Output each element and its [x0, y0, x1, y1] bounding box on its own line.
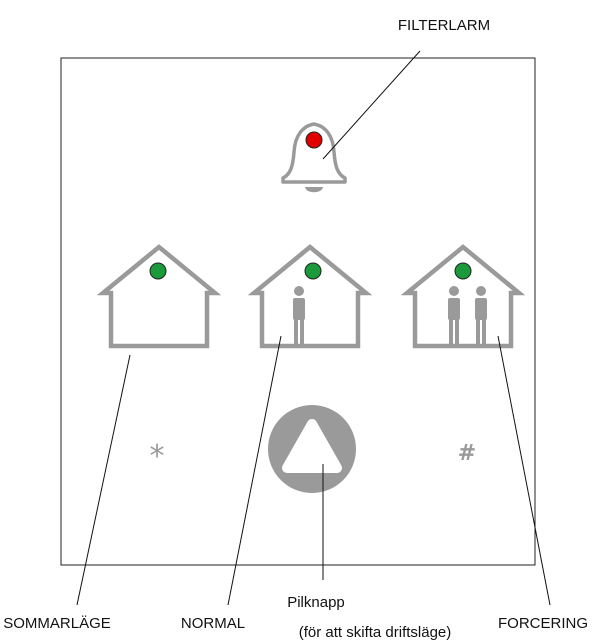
panel-frame [60, 57, 536, 566]
filter-alarm-led [305, 131, 323, 149]
sommarlage-house-icon [96, 244, 222, 349]
label-normal: NORMAL [181, 615, 245, 632]
label-pilknapp-desc: (för att skifta driftsläge) [299, 624, 452, 641]
leader-sommarlage [76, 354, 131, 606]
leader-filterlarm [322, 50, 421, 160]
forcering-led [454, 262, 472, 280]
normal-led [304, 262, 322, 280]
person-icon [293, 286, 305, 344]
label-pilknapp: Pilknapp [287, 594, 345, 611]
leader-normal [227, 335, 282, 606]
label-forcering: FORCERING [498, 615, 588, 632]
label-sommarlage: SOMMARLÄGE [3, 615, 111, 632]
alarm-bell-icon [281, 122, 347, 193]
leader-forcering [497, 335, 551, 606]
label-filterlarm: FILTERLARM [398, 17, 490, 34]
arrow-up-icon [282, 419, 342, 473]
two-persons-icon [448, 286, 487, 344]
normal-house-icon [247, 244, 373, 349]
star-key[interactable]: * [150, 439, 165, 474]
arrow-button[interactable] [268, 405, 356, 493]
hash-key[interactable]: # [458, 441, 476, 466]
sommarlage-led [149, 262, 167, 280]
forcering-house-icon [400, 244, 526, 349]
